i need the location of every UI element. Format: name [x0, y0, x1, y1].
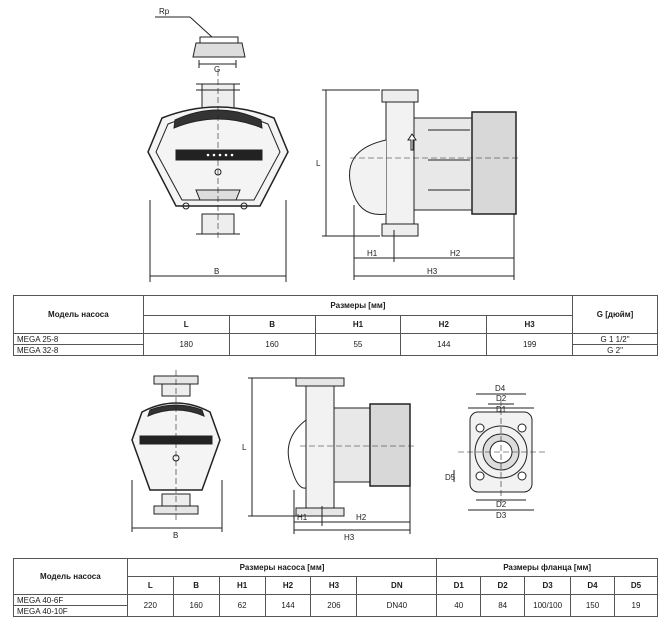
col-h3: H3 — [310, 576, 358, 595]
label-d5: D5 — [445, 473, 456, 482]
col-h1: H1 — [218, 576, 266, 595]
col-h1: H1 — [314, 315, 402, 334]
model-cell: MEGA 25-8 — [13, 333, 144, 345]
col-d4: D4 — [570, 576, 615, 595]
model-cell: MEGA 40-10F — [13, 605, 128, 617]
col-h3: H3 — [486, 315, 574, 334]
value-b: 160 — [172, 594, 220, 617]
value-h2: 144 — [400, 333, 488, 356]
g-header: G [дюйм] — [572, 295, 658, 334]
label-h1: H1 — [367, 249, 378, 258]
dimensions-group-header: Размеры [мм] — [142, 295, 574, 316]
value-b: 160 — [228, 333, 316, 356]
label-rp: Rp — [159, 7, 170, 16]
label-h1-flanged: H1 — [297, 513, 308, 522]
col-d5: D5 — [613, 576, 659, 595]
model-cell: MEGA 32-8 — [13, 344, 144, 356]
value-dn: DN40 — [356, 594, 438, 617]
col-b: B — [172, 576, 220, 595]
label-l: L — [316, 159, 321, 168]
label-b: B — [214, 267, 219, 276]
value-h1: 62 — [218, 594, 266, 617]
value-d4: 150 — [570, 594, 615, 617]
col-dn: DN — [356, 576, 438, 595]
value-h2: 144 — [264, 594, 312, 617]
col-h2: H2 — [264, 576, 312, 595]
flange-dimensions-group-header: Размеры фланца [мм] — [436, 558, 658, 577]
label-d4: D4 — [495, 384, 506, 393]
value-d3: 100/100 — [524, 594, 572, 617]
model-header: Модель насоса — [13, 558, 128, 595]
g-value: G 1 1/2" — [572, 333, 658, 345]
side-view-flanged — [248, 377, 414, 534]
label-d2: D2 — [496, 394, 507, 403]
dimensions-table-flanged: Модель насоса Размеры насоса [мм] Размер… — [13, 558, 659, 617]
pump-dimensions-group-header: Размеры насоса [мм] — [126, 558, 438, 577]
label-h3-flanged: H3 — [344, 533, 355, 542]
label-l-flanged: L — [242, 443, 247, 452]
value-h1: 55 — [314, 333, 402, 356]
value-h3: 199 — [486, 333, 574, 356]
label-h3: H3 — [427, 267, 438, 276]
front-view-threaded — [147, 16, 289, 282]
label-d2-bottom: D2 — [496, 500, 507, 509]
side-view-threaded — [322, 89, 520, 280]
label-h2: H2 — [450, 249, 461, 258]
g-value: G 2" — [572, 344, 658, 356]
model-cell: MEGA 40-6F — [13, 594, 128, 606]
label-g: G — [214, 65, 220, 74]
col-d2: D2 — [480, 576, 526, 595]
label-d3: D3 — [496, 511, 507, 520]
col-l: L — [126, 576, 174, 595]
col-h2: H2 — [400, 315, 488, 334]
label-h2-flanged: H2 — [356, 513, 367, 522]
value-l: 220 — [126, 594, 174, 617]
col-d1: D1 — [436, 576, 482, 595]
model-header: Модель насоса — [13, 295, 144, 334]
front-view-flanged — [131, 370, 223, 532]
col-b: B — [228, 315, 316, 334]
dimensions-table-threaded: Модель насоса Размеры [мм] G [дюйм] L B … — [13, 295, 658, 356]
value-d1: 40 — [436, 594, 482, 617]
label-d1: D1 — [496, 405, 507, 414]
label-b-flanged: B — [173, 531, 178, 540]
col-l: L — [142, 315, 230, 334]
value-h3: 206 — [310, 594, 358, 617]
flange-view — [453, 393, 546, 511]
value-l: 180 — [142, 333, 230, 356]
value-d2: 84 — [480, 594, 526, 617]
col-d3: D3 — [524, 576, 572, 595]
value-d5: 19 — [613, 594, 659, 617]
